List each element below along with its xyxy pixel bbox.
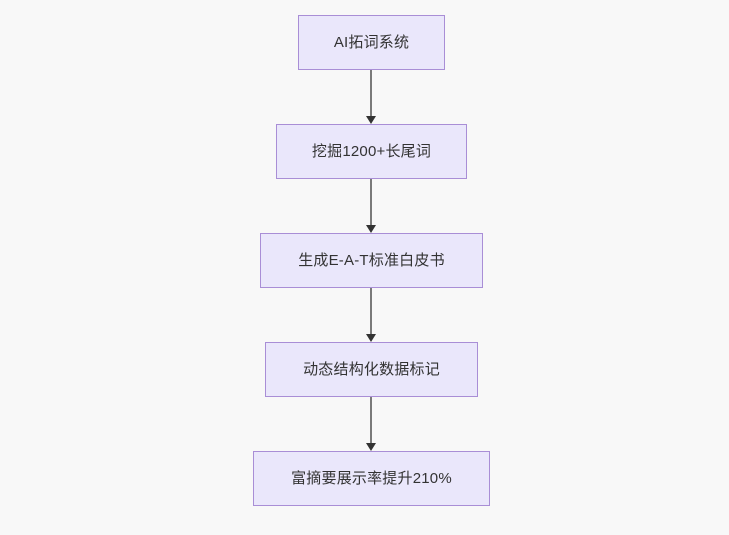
connector-line bbox=[370, 288, 372, 335]
arrowhead-down-icon bbox=[366, 225, 376, 233]
flowchart-node-label: 动态结构化数据标记 bbox=[303, 360, 440, 378]
connector-node-1-to-node-2 bbox=[362, 70, 380, 124]
flowchart-node-ai-keyword-system[interactable]: AI拓词系统 bbox=[298, 15, 445, 70]
arrowhead-down-icon bbox=[366, 116, 376, 124]
flowchart-node-label: 生成E-A-T标准白皮书 bbox=[298, 251, 445, 269]
flowchart-node-generate-eat-whitepaper[interactable]: 生成E-A-T标准白皮书 bbox=[260, 233, 483, 288]
connector-node-2-to-node-3 bbox=[362, 179, 380, 233]
flowchart-node-rich-snippet-rate-increase[interactable]: 富摘要展示率提升210% bbox=[253, 451, 490, 506]
connector-node-4-to-node-5 bbox=[362, 397, 380, 451]
flowchart-node-mine-longtail-keywords[interactable]: 挖掘1200+长尾词 bbox=[276, 124, 467, 179]
arrowhead-down-icon bbox=[366, 334, 376, 342]
connector-line bbox=[370, 179, 372, 226]
flowchart-node-label: 挖掘1200+长尾词 bbox=[311, 142, 432, 160]
arrowhead-down-icon bbox=[366, 443, 376, 451]
flowchart-node-label: AI拓词系统 bbox=[333, 33, 410, 51]
connector-line bbox=[370, 397, 372, 444]
flowchart-node-label: 富摘要展示率提升210% bbox=[291, 469, 452, 487]
connector-line bbox=[370, 70, 372, 117]
connector-node-3-to-node-4 bbox=[362, 288, 380, 342]
flowchart-node-dynamic-structured-data-markup[interactable]: 动态结构化数据标记 bbox=[265, 342, 478, 397]
